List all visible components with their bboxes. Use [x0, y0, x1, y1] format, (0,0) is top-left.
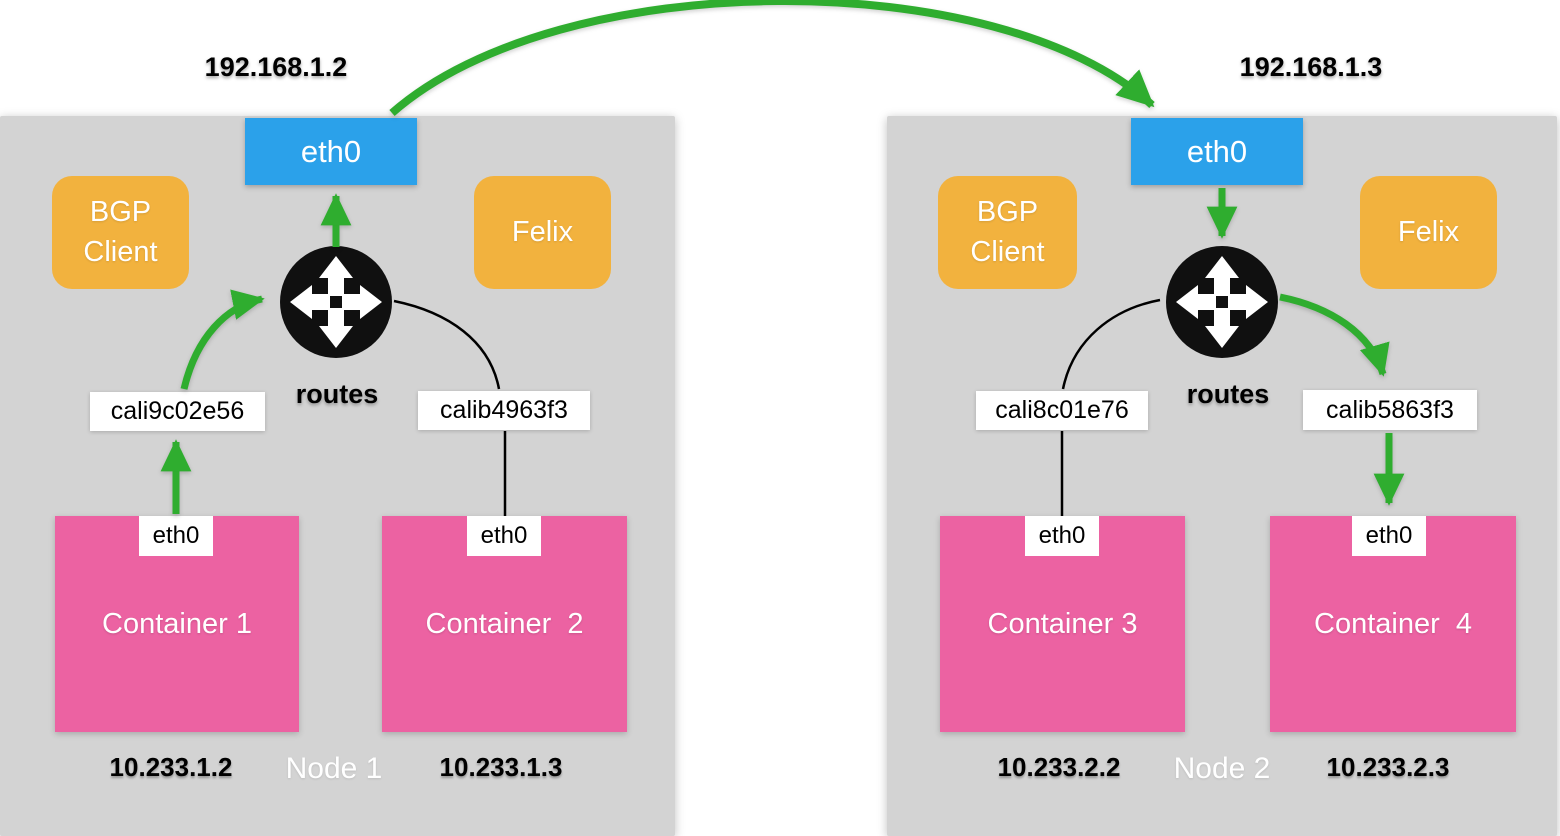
node-1-felix-box: Felix [474, 176, 611, 289]
bgp-client-label-line1: BGP [976, 196, 1039, 229]
node-1-host-eth0-interface: eth0 [245, 118, 417, 185]
veth-label: cali9c02e56 [90, 392, 265, 431]
node-2-host-eth0-interface: eth0 [1131, 118, 1303, 185]
node-1-name-label: Node 1 [285, 752, 383, 785]
container-label: Container 4 [1314, 607, 1472, 640]
veth-label: cali8c01e76 [976, 391, 1148, 430]
bgp-client-label-line2: Client [970, 235, 1045, 268]
container-eth0-label: eth0 [139, 516, 213, 556]
container-eth0-label: eth0 [467, 516, 541, 556]
bgp-client-label-line2: Client [83, 235, 158, 268]
veth-label: calib5863f3 [1303, 390, 1477, 430]
container-ip-label: 10.233.1.3 [439, 752, 563, 782]
node-2-bgp-client-box: BGP Client [938, 176, 1077, 289]
container-label: Container 2 [425, 607, 584, 640]
container-ip-label: 10.233.2.3 [1326, 752, 1450, 782]
node-2-routes-label: routes [1186, 379, 1270, 409]
container-eth0-label: eth0 [1352, 516, 1426, 556]
container-ip-label: 10.233.1.2 [109, 752, 233, 782]
node-2-name-label: Node 2 [1173, 752, 1271, 785]
node-2-host-ip-label: 192.168.1.3 [1239, 52, 1383, 82]
veth-label: calib4963f3 [418, 391, 590, 430]
container-ip-label: 10.233.2.2 [997, 752, 1121, 782]
bgp-client-label-line1: BGP [89, 196, 152, 229]
node-1-routes-label: routes [295, 379, 379, 409]
node-1-host-ip-label: 192.168.1.2 [204, 52, 348, 82]
container-eth0-label: eth0 [1025, 516, 1099, 556]
node-2-felix-box: Felix [1360, 176, 1497, 289]
container-label: Container 3 [987, 607, 1138, 640]
flow-arrow-node1-eth0-to-node2-eth0 [389, 0, 1155, 117]
container-label: Container 1 [102, 607, 252, 640]
node-1-bgp-client-box: BGP Client [52, 176, 189, 289]
